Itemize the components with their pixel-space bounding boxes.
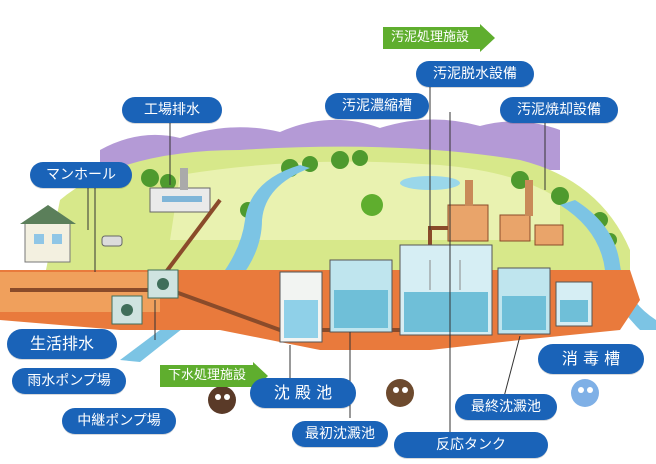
label-dewatering: 汚泥脱水設備: [416, 61, 534, 87]
label-final: 最終沈澱池: [455, 394, 557, 420]
reaction-tank: [399, 244, 493, 336]
mascot-center: [386, 379, 414, 407]
sludge-facility-arrow: 汚泥処理施設: [383, 24, 495, 52]
disinfection-tank: [555, 281, 593, 327]
river: [120, 165, 310, 362]
sludge-facility-arrow-text: 汚泥処理施設: [391, 30, 470, 45]
primary-tank: [329, 259, 393, 333]
label-factory: 工場排水: [122, 97, 222, 123]
label-incinerator: 汚泥焼却設備: [500, 97, 618, 123]
label-sedimentation: 沈 殿 池: [250, 378, 356, 408]
pump-station-rain: [147, 269, 179, 299]
pump-station-relay: [111, 295, 143, 325]
house: [20, 205, 76, 263]
label-relay-pump: 中継ポンプ場: [62, 408, 176, 434]
label-domestic: 生活排水: [7, 329, 117, 359]
label-rain-pump: 雨水ポンプ場: [12, 368, 126, 394]
sewage-facility-arrow-text: 下水処理施設: [168, 368, 247, 383]
settling-tank: [279, 271, 323, 343]
label-reaction: 反応タンク: [394, 432, 548, 458]
label-manhole: マンホール: [30, 162, 132, 188]
mascot-right: [571, 379, 599, 407]
mascot-left: [208, 386, 236, 414]
final-tank: [497, 267, 551, 335]
label-thickener: 汚泥濃縮槽: [325, 93, 429, 119]
sludge-facility: [447, 180, 564, 246]
label-disinfection: 消 毒 槽: [538, 344, 644, 374]
label-primary: 最初沈澱池: [292, 421, 388, 447]
car: [101, 235, 123, 247]
factory-building: [149, 168, 211, 213]
mascot-field: [361, 194, 383, 216]
